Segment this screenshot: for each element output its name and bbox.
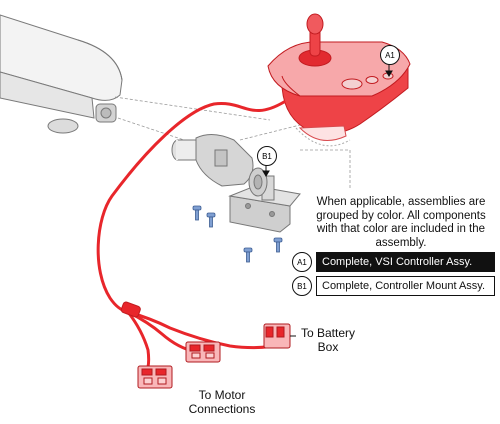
armrest [0,14,123,134]
controller-mount-clamp [171,134,268,197]
battery-connector [263,323,296,349]
color-grouping-note: When applicable, assemblies are grouped … [316,196,486,249]
legend-label-b1: Complete, Controller Mount Assy. [316,276,495,296]
callout-b1: B1 [257,146,277,166]
legend-code-a1: A1 [292,252,312,272]
legend-label-a1: Complete, VSI Controller Assy. [316,252,495,272]
red-cable-harness [96,100,287,374]
motor-connector-upper [185,341,221,363]
mounting-screws [192,205,283,263]
battery-box-label: To Battery Box [300,326,356,354]
legend-row-a1: A1 Complete, VSI Controller Assy. [292,252,495,272]
motor-connections-label: To Motor Connections [188,388,256,416]
motor-connector-lower [137,365,173,389]
cable-splice-sleeve [120,301,141,318]
vsi-controller [267,13,411,147]
legend-code-b1: B1 [292,276,312,296]
legend-row-b1: B1 Complete, Controller Mount Assy. [292,276,495,296]
reference-lines [114,96,351,190]
callout-a1: A1 [380,45,400,65]
